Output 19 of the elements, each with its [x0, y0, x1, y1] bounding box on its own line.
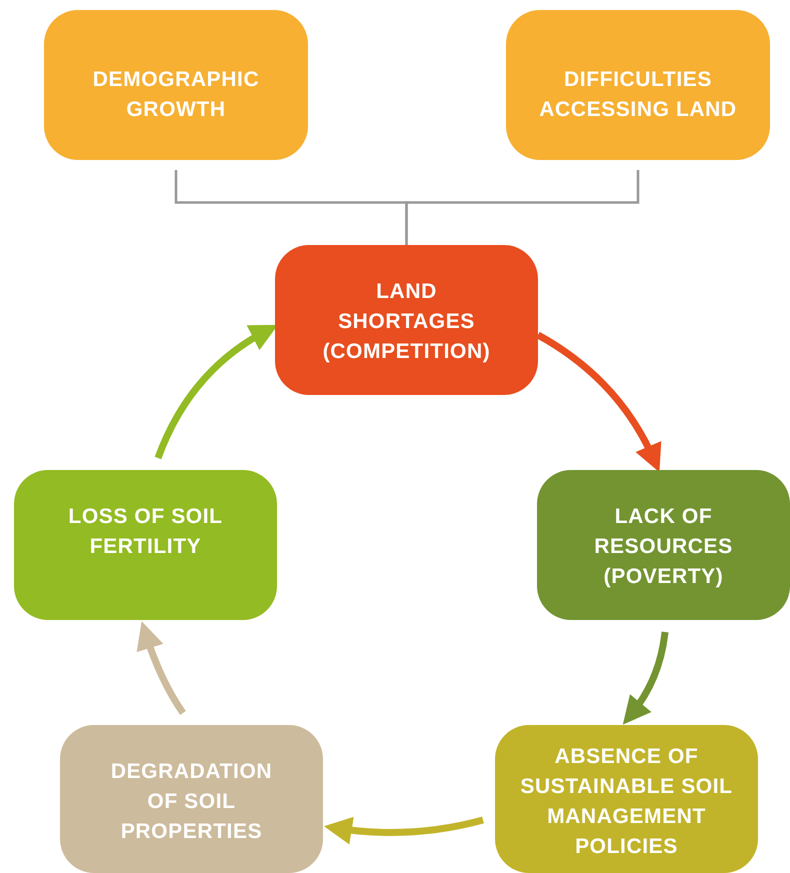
rounded-box [44, 10, 308, 160]
node-label: LAND SHORTAGES (COMPETITION) [322, 279, 490, 365]
rounded-box [506, 10, 770, 160]
curved-arrow [136, 621, 186, 715]
connector-line [405, 170, 640, 245]
rounded-box [14, 470, 277, 620]
node-label: DEMOGRAPHIC GROWTH [92, 67, 260, 123]
rounded-box [537, 470, 790, 620]
curved-arrow [623, 632, 668, 725]
curved-arrow [324, 816, 484, 844]
node-label: LOSS OF SOIL FERTILITY [67, 504, 224, 560]
node-label: DEGRADATION OF SOIL PROPERTIES [110, 759, 274, 845]
node-label: ABSENCE OF SUSTAINABLE SOIL MANAGEMENT POLICIES [519, 744, 734, 860]
rounded-box [275, 245, 538, 395]
node-label: LACK OF RESOURCES (POVERTY) [593, 504, 734, 590]
curved-arrow [536, 332, 661, 472]
rounded-box [60, 725, 323, 873]
rounded-box [495, 725, 758, 873]
node-label: DIFFICULTIES ACCESSING LAND [538, 67, 738, 123]
